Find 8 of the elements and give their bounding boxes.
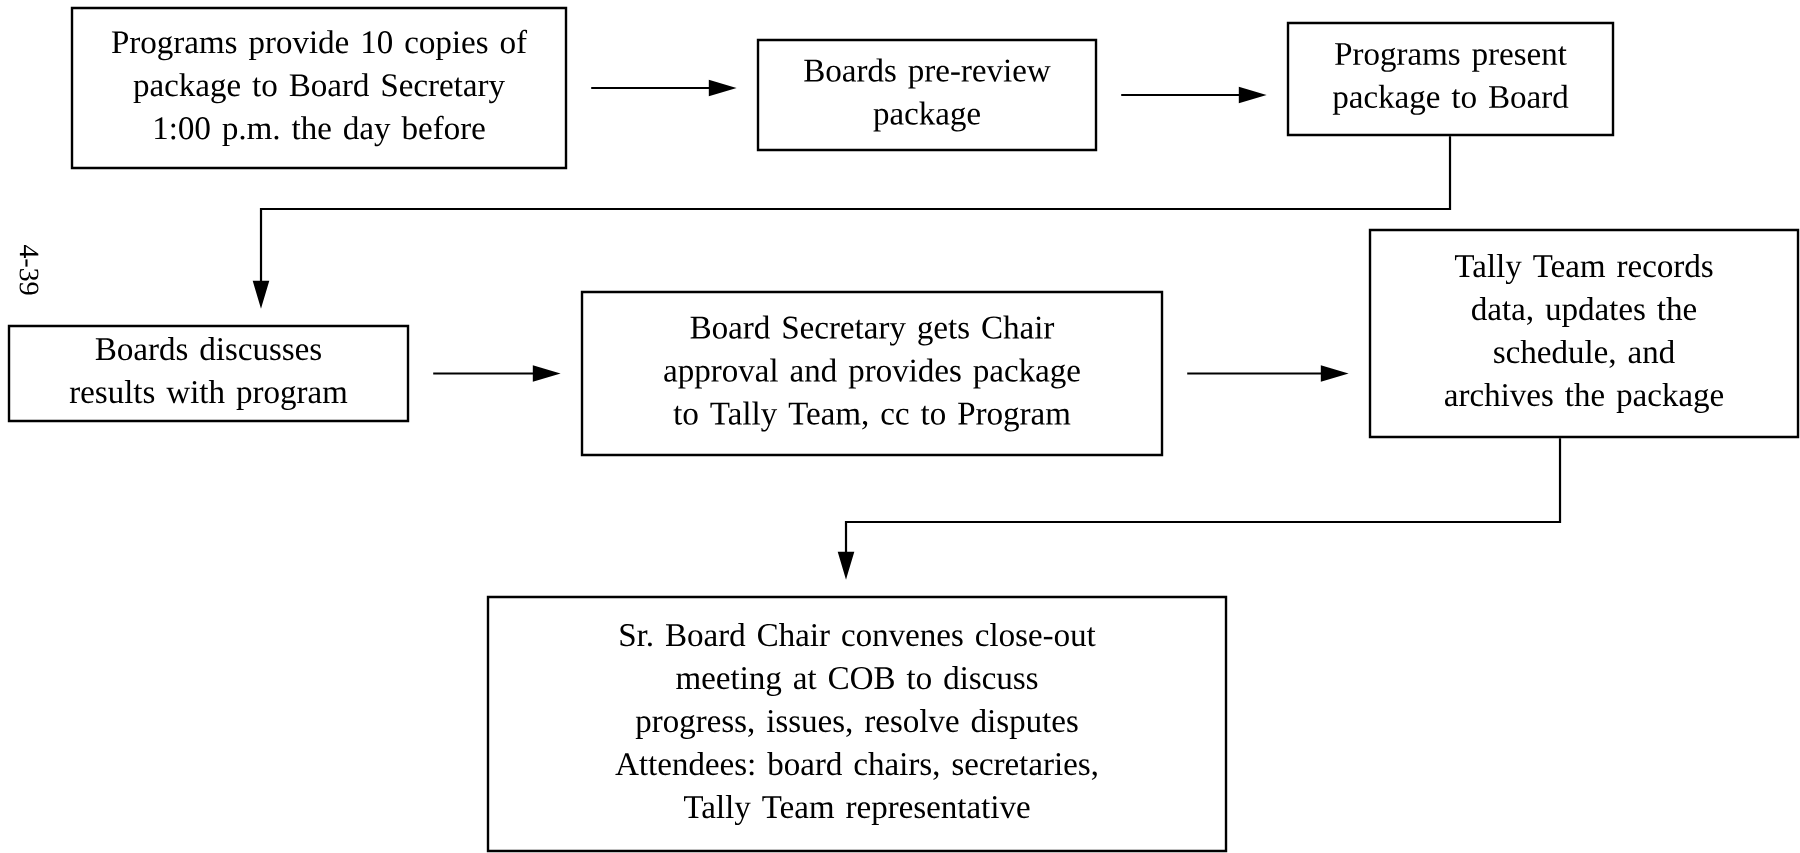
process-box: Programs provide 10 copies of package to Board Secretary 1:00 p.m. the day before: [70, 6, 568, 170]
process-box: Boards pre-review package: [756, 38, 1098, 152]
process-box: Sr. Board Chair convenes close-out meeting at COB to discuss progress, issues, resolve disputes Attendees: board chairs, secretaries, Tally Team representative: [486, 595, 1228, 853]
process-box: Programs present package to Board: [1286, 21, 1615, 137]
process-box: Board Secretary gets Chair approval and provides package to Tally Team, cc to Program: [580, 290, 1164, 457]
process-box: Tally Team records data, updates the schedule, and archives the package: [1368, 228, 1800, 439]
page-number: 4-39: [19, 244, 39, 295]
process-box: Boards discusses results with program: [7, 324, 410, 423]
